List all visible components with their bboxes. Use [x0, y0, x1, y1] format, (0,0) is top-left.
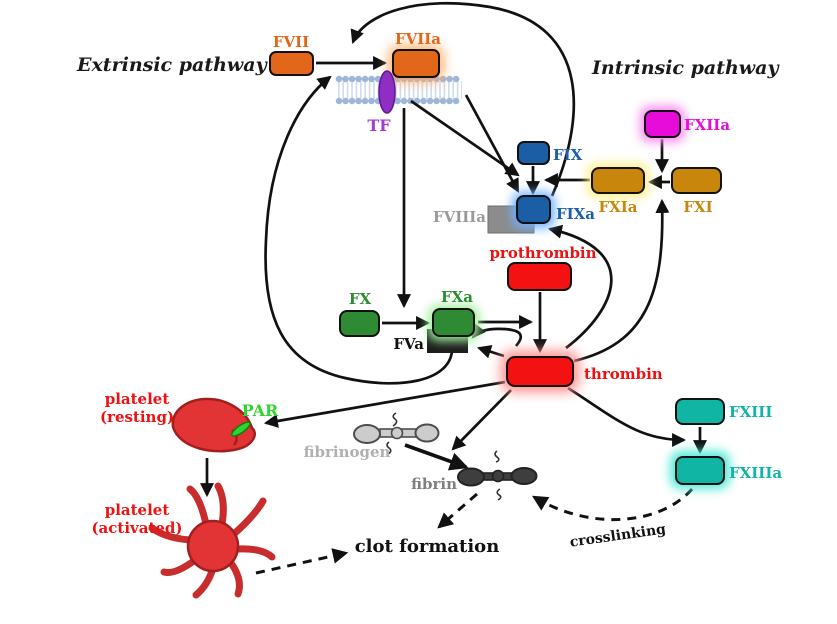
- fxia-label: FXIa: [598, 198, 637, 216]
- platelet-activated-label-2: (activated): [91, 519, 182, 537]
- fix-label: FIX: [553, 146, 583, 164]
- fibrin-center-domain: [491, 469, 505, 483]
- fxiiia-box: [675, 456, 725, 485]
- fibrinogen-right-domain: [414, 423, 440, 443]
- platelet-resting-label-2: (resting): [100, 408, 174, 426]
- tf-label: TF: [367, 116, 391, 135]
- fibrinogen-molecule: [353, 412, 440, 455]
- fva-label: FVa: [393, 335, 424, 353]
- extrinsic-pathway-title: Extrinsic pathway: [76, 54, 269, 76]
- par-label: PAR: [242, 401, 279, 420]
- fibrin-right-domain: [510, 467, 538, 485]
- arrow-fixa-to-fviia-arc: [350, 1, 576, 197]
- platelet-resting-label-1: platelet: [105, 390, 170, 408]
- thrombin-label: thrombin: [584, 365, 663, 383]
- fxiia-box: [644, 110, 681, 138]
- platelet-spike: [214, 482, 227, 528]
- arrow-thrombin-to-par: [263, 380, 506, 428]
- crosslinking-label: crosslinking: [569, 521, 667, 550]
- cell-membrane: [335, 75, 466, 105]
- fixa-box: [516, 195, 551, 224]
- fix-box: [517, 141, 550, 165]
- platelet-spike: [186, 485, 210, 528]
- fxiii-box: [675, 398, 725, 425]
- fibrinopeptide-squiggle: [386, 441, 392, 455]
- fibrinogen-center-domain: [390, 426, 404, 440]
- fxa-label: FXa: [441, 288, 473, 306]
- arrow-fviia-to-fixa: [464, 94, 520, 193]
- tf-receptor: [378, 70, 396, 114]
- platelet-spike: [227, 559, 243, 598]
- fviiia-label: FVIIIa: [433, 208, 486, 226]
- fviia-box: [392, 49, 440, 78]
- fibrin-squiggle: [496, 488, 502, 501]
- platelet-resting-body: [171, 397, 256, 453]
- platelet-activated-body: [186, 519, 240, 573]
- fx-label: FX: [349, 290, 372, 308]
- fibrin-squiggle: [494, 450, 500, 463]
- platelet-activated-shape: [148, 482, 276, 599]
- fibrin-molecule: [457, 450, 538, 501]
- arrow-thrombin-to-fxiii: [567, 386, 687, 448]
- arrow-fibrinogen-to-fibrin: [404, 443, 469, 471]
- arrow-fibrin-to-clot: [437, 492, 478, 529]
- fibrin-left-domain: [457, 467, 485, 487]
- intrinsic-pathway-title: Intrinsic pathway: [591, 57, 780, 79]
- platelet-spike: [160, 556, 199, 576]
- arrow-thrombin-to-fxi: [573, 198, 670, 363]
- fxiia-label: FXIIa: [684, 116, 730, 134]
- arrow-thrombin-to-fviiia: [547, 224, 613, 350]
- platelet-resting-shape: [171, 397, 256, 453]
- arrow-thrombin-to-fva: [476, 344, 505, 359]
- prothrombin-label: prothrombin: [489, 244, 596, 262]
- fibrinopeptide-squiggle: [392, 412, 398, 427]
- fibrinogen-label: fibrinogen: [304, 443, 391, 461]
- fxa-box: [432, 308, 475, 337]
- fvii-label: FVII: [273, 33, 309, 51]
- fxiii-label: FXIII: [729, 403, 772, 421]
- thrombin-box: [506, 356, 574, 387]
- fibrinogen-left-domain: [353, 424, 381, 444]
- clot-formation-label: clot formation: [355, 536, 500, 557]
- arrows: [199, 1, 708, 575]
- fibrin-label: fibrin: [411, 475, 457, 493]
- factor-boxes: [269, 46, 730, 489]
- arrow-tf-fviia-to-fix: [410, 99, 520, 177]
- fxiiia-label: FXIIIa: [729, 464, 782, 482]
- platelet-spike: [148, 524, 194, 544]
- fxia-box: [591, 167, 645, 194]
- platelet-spike: [231, 497, 267, 537]
- platelet-activated-label-1: platelet: [105, 501, 170, 519]
- platelet-spike: [234, 545, 276, 561]
- fviia-label: FVIIa: [395, 30, 441, 48]
- fxi-box: [671, 167, 722, 194]
- arrow-thrombin-to-fibrinogen-arrow: [451, 389, 512, 451]
- arrow-fxa-feedback-to-fvii: [264, 75, 454, 385]
- fxi-label: FXI: [683, 198, 712, 216]
- fixa-label: FIXa: [556, 205, 595, 223]
- prothrombin-box: [507, 262, 572, 291]
- fvii-box: [269, 51, 314, 76]
- fx-box: [339, 310, 380, 337]
- arrow-fxiiia-crosslinking-to-fibrin: [531, 488, 694, 522]
- arrow-thrombin-to-fxa-complex: [471, 323, 523, 347]
- par-receptor: [231, 421, 251, 437]
